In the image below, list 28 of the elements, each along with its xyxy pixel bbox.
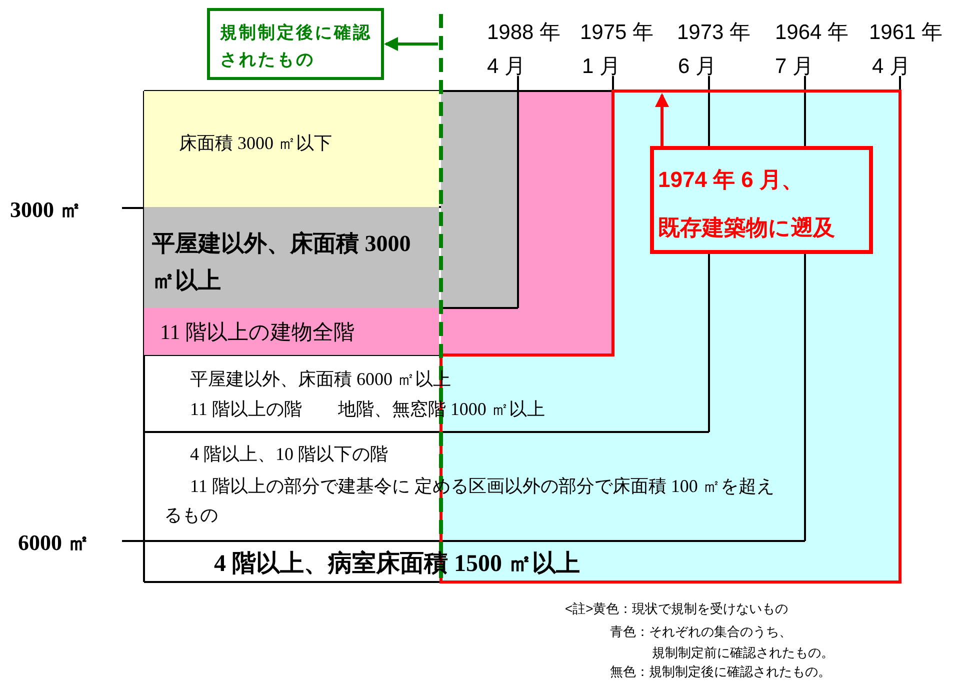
month-label: 7 月 bbox=[775, 54, 814, 80]
band-text: 1974 年 6 月、既存建築物に遡及 bbox=[658, 166, 836, 242]
year-label: 1964 年 bbox=[775, 20, 849, 46]
band-text: 床面積 3000 ㎡以下 bbox=[179, 132, 332, 155]
axis-value: 3000 ㎡ bbox=[10, 196, 82, 224]
month-label: 1 月 bbox=[582, 54, 621, 80]
axis-value: 6000 ㎡ bbox=[18, 529, 90, 557]
region-band bbox=[144, 308, 439, 355]
arrow bbox=[384, 37, 438, 51]
month-label: 4 月 bbox=[487, 54, 526, 80]
year-label: 1961 年 bbox=[869, 20, 943, 46]
month-label: 6 月 bbox=[678, 54, 717, 80]
note-text: 無色：規制制定後に確認されたもの。 bbox=[610, 663, 831, 681]
band-text: 規制制定後に確認されたもの bbox=[220, 22, 373, 71]
year-label: 1973 年 bbox=[677, 20, 751, 46]
region-band bbox=[144, 207, 439, 308]
band-text: 平屋建以外、床面積 3000 ㎡以上 bbox=[152, 230, 412, 295]
year-label: 1988 年 bbox=[487, 20, 561, 46]
note-text: <註>黄色：現状で規制を受けないもの bbox=[565, 600, 788, 618]
region-band bbox=[144, 91, 439, 207]
band-text: 4 階以上、10 階以下の階 bbox=[190, 443, 388, 466]
year-label: 1975 年 bbox=[580, 20, 654, 46]
month-label: 4 月 bbox=[872, 54, 911, 80]
callout-box bbox=[207, 8, 384, 80]
band-text: 11 階以上の建物全階 bbox=[160, 319, 354, 346]
callout-box bbox=[650, 146, 873, 254]
arrow bbox=[655, 93, 669, 146]
note-text: 青色：それぞれの集合のうち、規制制定前に確認されたもの。 bbox=[610, 623, 835, 662]
